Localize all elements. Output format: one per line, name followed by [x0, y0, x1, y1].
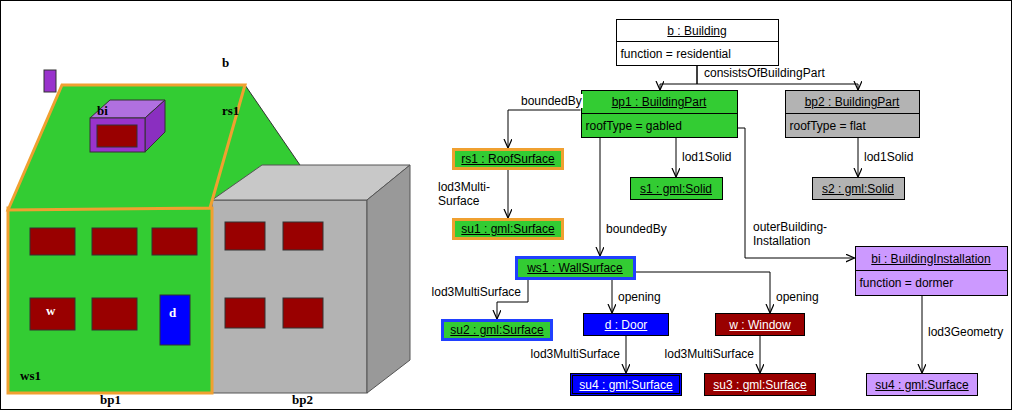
object-box: b : Building function = residential	[616, 19, 779, 66]
association-line	[508, 110, 581, 148]
object-box: su2 : gml:Surface	[441, 319, 553, 341]
part-label: bi	[97, 103, 108, 118]
association-line	[612, 280, 613, 313]
part-label: w	[46, 303, 55, 318]
name-compartment: su1 : gml:Surface	[455, 221, 561, 237]
object-name: bp2 : BuildingPart	[805, 95, 900, 109]
object-box: bp1 : BuildingPart roofType = gabled	[581, 90, 738, 138]
object-attribute: roofType = gabled	[586, 119, 682, 133]
role-label: lod1Solid	[681, 150, 732, 164]
name-compartment: s1 : gml:Solid	[631, 178, 722, 199]
object-box: d : Door	[583, 313, 669, 336]
name-compartment: su4 : gml:Surface	[573, 376, 679, 393]
attribute-compartment: function = dormer	[856, 271, 1007, 295]
association-line	[858, 138, 859, 177]
object-name: su3 : gml:Surface	[713, 378, 806, 392]
object-name: b : Building	[667, 24, 726, 38]
object-name: su1 : gml:Surface	[461, 222, 554, 236]
object-name: w : Window	[729, 318, 790, 332]
object-name: s2 : gml:Solid	[822, 182, 894, 196]
association-line	[697, 66, 858, 90]
name-compartment: rs1 : RoofSurface	[455, 151, 561, 167]
object-name: su4 : gml:Surface	[579, 378, 672, 392]
name-compartment: su2 : gml:Surface	[444, 322, 550, 338]
object-attribute: roofType = flat	[790, 119, 866, 133]
object-name: s1 : gml:Solid	[640, 182, 712, 196]
association-line	[760, 336, 761, 373]
role-label: consistsOfBuildingPart	[703, 66, 826, 80]
role-label: opening	[775, 290, 820, 304]
object-box: bp2 : BuildingPart roofType = flat	[785, 90, 920, 138]
association-line	[676, 138, 677, 177]
object-attribute: function = residential	[621, 47, 731, 61]
role-label: lod3MultiSurface	[664, 347, 755, 361]
name-compartment: su3 : gml:Surface	[705, 374, 815, 395]
name-compartment: b : Building	[617, 20, 778, 42]
part-label: rs1	[222, 103, 239, 118]
object-box: su4 : gml:Surface	[866, 373, 978, 396]
object-name: bi : BuildingInstallation	[871, 252, 990, 266]
attribute-compartment: roofType = gabled	[582, 114, 737, 137]
object-box: su4 : gml:Surface	[570, 373, 682, 396]
object-box: ws1 : WallSurface	[515, 256, 636, 280]
role-label: lod3Multi- Surface	[437, 180, 503, 208]
part-label: d	[169, 305, 176, 320]
role-label: lod3MultiSurface	[431, 285, 522, 299]
object-name: su2 : gml:Surface	[450, 323, 543, 337]
part-label: bp2	[292, 392, 313, 407]
name-compartment: w : Window	[716, 314, 804, 335]
object-name: su4 : gml:Surface	[875, 378, 968, 392]
name-compartment: bp1 : BuildingPart	[582, 91, 737, 114]
name-compartment: su4 : gml:Surface	[867, 374, 977, 395]
role-label: lod1Solid	[863, 150, 914, 164]
attribute-compartment: roofType = flat	[786, 114, 919, 137]
role-label: lod3MultiSurface	[530, 347, 621, 361]
object-box: s1 : gml:Solid	[630, 177, 723, 200]
association-line	[600, 138, 601, 256]
name-compartment: s2 : gml:Solid	[813, 178, 904, 199]
name-compartment: bi : BuildingInstallation	[856, 247, 1007, 271]
object-attribute: function = dormer	[860, 276, 954, 290]
object-box: s2 : gml:Solid	[812, 177, 905, 200]
name-compartment: bp2 : BuildingPart	[786, 91, 919, 114]
role-label: boundedBy	[520, 94, 583, 108]
attribute-compartment: function = residential	[617, 42, 778, 65]
name-compartment: ws1 : WallSurface	[518, 259, 633, 277]
object-box: bi : BuildingInstallation function = dorm…	[855, 246, 1008, 296]
role-label: lod3Geometry	[927, 325, 1004, 339]
object-name: ws1 : WallSurface	[527, 261, 623, 275]
association-line	[508, 170, 509, 218]
role-label: opening	[617, 290, 662, 304]
association-line	[626, 336, 627, 373]
object-box: rs1 : RoofSurface	[452, 148, 564, 170]
object-box: w : Window	[715, 313, 805, 336]
role-label: boundedBy	[605, 222, 668, 236]
object-box: su1 : gml:Surface	[452, 218, 564, 240]
object-name: bp1 : BuildingPart	[612, 95, 707, 109]
object-name: rs1 : RoofSurface	[461, 152, 554, 166]
name-compartment: d : Door	[584, 314, 668, 335]
part-label: ws1	[20, 368, 41, 383]
object-name: d : Door	[605, 318, 648, 332]
role-label: outerBuilding- Installation	[752, 220, 848, 248]
part-label: b	[222, 55, 229, 70]
association-line	[922, 296, 923, 373]
association-line	[660, 66, 697, 90]
object-box: su3 : gml:Surface	[704, 373, 816, 396]
part-label: bp1	[100, 392, 121, 407]
